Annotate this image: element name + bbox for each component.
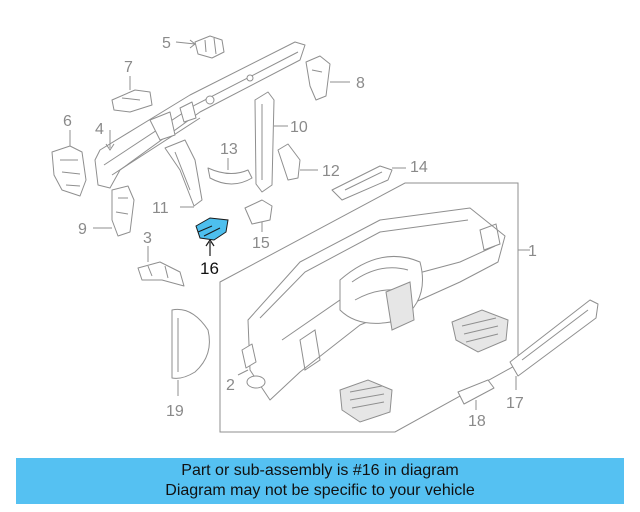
callout-17: 17 <box>506 395 524 412</box>
part-7-bracket <box>111 76 153 113</box>
callout-6: 6 <box>63 113 72 130</box>
callout-1: 1 <box>528 243 537 260</box>
callout-19: 19 <box>166 403 184 420</box>
callout-5: 5 <box>162 35 171 52</box>
part-15-bracket <box>244 199 273 232</box>
callout-16[interactable]: 16 <box>200 259 219 278</box>
callout-18: 18 <box>468 413 486 430</box>
part-18-bracket <box>457 379 495 410</box>
side-vent-right <box>451 309 509 353</box>
callout-14: 14 <box>410 159 428 176</box>
callout-12: 12 <box>322 163 340 180</box>
callout-3: 3 <box>143 230 152 247</box>
center-vent-lower <box>339 379 393 423</box>
part-12-bracket <box>277 143 318 181</box>
callout-9: 9 <box>78 221 87 238</box>
part-11-stay <box>164 139 203 208</box>
callout-8: 8 <box>356 75 365 92</box>
callout-7: 7 <box>124 59 133 76</box>
part-16-highlighted[interactable] <box>195 217 229 256</box>
part-5-bracket <box>175 35 225 59</box>
callout-13: 13 <box>220 141 238 158</box>
callout-11: 11 <box>152 200 169 217</box>
part-3-bracket <box>137 246 185 287</box>
part-10-column <box>254 91 288 193</box>
part-4-cross-member <box>94 41 306 189</box>
banner-line-2: Diagram may not be specific to your vehi… <box>165 482 475 499</box>
callout-2: 2 <box>226 377 235 394</box>
part-8-bracket <box>305 55 350 101</box>
part-14-bracket <box>331 165 406 201</box>
part-17-panel <box>509 299 599 390</box>
callout-15: 15 <box>252 235 270 252</box>
part-13-bracket <box>207 158 253 185</box>
part-2-clip <box>237 343 266 389</box>
callout-4: 4 <box>95 121 104 138</box>
part-1-dashboard <box>219 182 530 433</box>
parts-diagram: 5 7 8 6 4 10 13 12 14 11 9 15 3 1 16 2 1… <box>51 35 599 433</box>
callout-10: 10 <box>290 119 308 136</box>
banner-line-1: Part or sub-assembly is #16 in diagram <box>181 462 459 479</box>
part-6-bracket <box>51 130 87 197</box>
info-banner: Part or sub-assembly is #16 in diagram D… <box>16 458 624 504</box>
part-19-side-cover <box>171 308 210 396</box>
part-9-bracket <box>93 185 135 237</box>
